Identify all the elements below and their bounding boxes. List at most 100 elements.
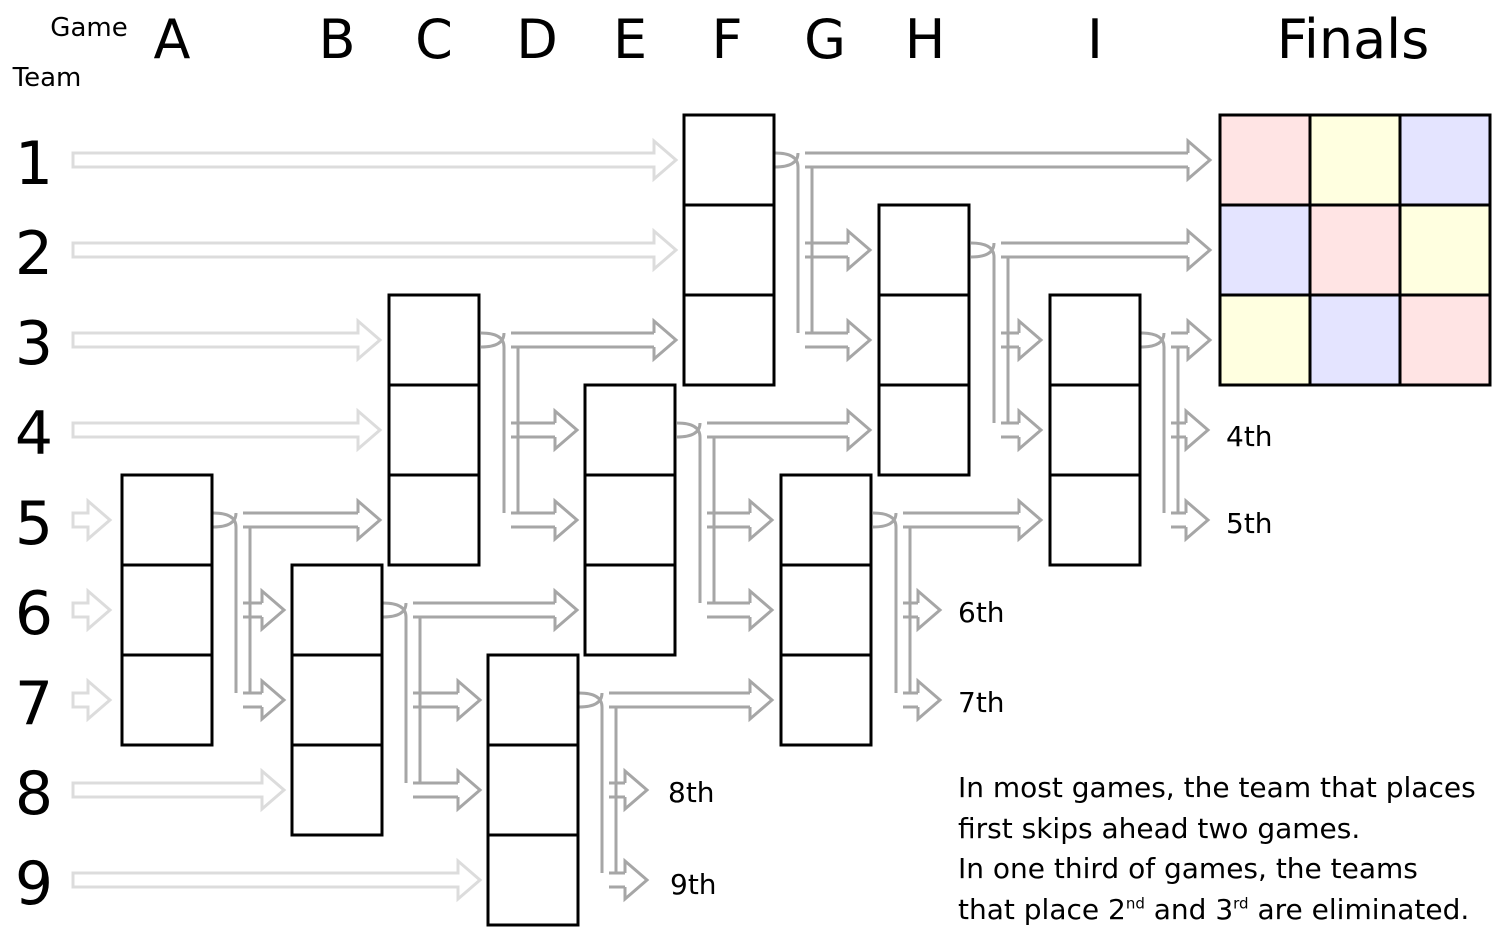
flow-h-finals-head (1186, 227, 1213, 273)
team-number-9: 9 (15, 849, 53, 919)
entry-arrows (71, 137, 679, 903)
game-column-label-d: D (516, 8, 558, 71)
game-h-slot (877, 203, 971, 297)
finals-cell (1398, 293, 1492, 387)
flow-i-4th-head (1184, 407, 1211, 453)
team-number-7: 7 (15, 669, 53, 739)
game-i-slot (1048, 293, 1142, 387)
flow-f-h2-head (846, 317, 873, 363)
entry-arrow-team-9 (71, 857, 483, 903)
flow-h-i2-head (1017, 407, 1044, 453)
game-i-slot (1048, 383, 1142, 477)
game-h-slot (877, 293, 971, 387)
game-c-slot (387, 473, 481, 567)
game-e-slot (583, 473, 677, 567)
flow-a-b1-head (260, 587, 287, 633)
branch-d (578, 691, 604, 709)
game-column-label-h: H (905, 8, 946, 71)
placement-label-4th: 4th (1226, 420, 1273, 453)
flow-a-b2-head (260, 677, 287, 723)
game-column-label-e: E (613, 8, 647, 71)
placement-label-5th: 5th (1226, 507, 1273, 540)
flow-d-8th-head (623, 767, 650, 813)
game-e-slot (583, 383, 677, 477)
game-a-slot (120, 653, 214, 747)
flow-b-d1-head (456, 677, 483, 723)
branch-h (970, 241, 996, 259)
game-g-slot (779, 563, 873, 657)
flow-f-h1-head (846, 227, 873, 273)
team-number-6: 6 (15, 579, 53, 649)
placement-label-7th: 7th (958, 686, 1005, 719)
flow-e-g2-head (748, 587, 775, 633)
branch-f (774, 151, 800, 169)
flow-i-5th-head (1184, 497, 1211, 543)
finals-cell (1398, 203, 1492, 297)
branch-a (212, 511, 238, 529)
finals-grid (1218, 113, 1492, 387)
finals-cell (1398, 113, 1492, 207)
finals-cell (1308, 203, 1402, 297)
flow-f-finals-head (1186, 137, 1213, 183)
note-text: that place 2 (958, 892, 1126, 926)
game-d-slot (486, 743, 580, 837)
game-a-slot (120, 473, 214, 567)
game-column-label-finals: Finals (1277, 8, 1430, 71)
flow-h-i1-head (1017, 317, 1044, 363)
branch-i (1140, 331, 1166, 349)
finals-cell (1308, 113, 1402, 207)
flow-b-e-head (553, 587, 580, 633)
game-h-slot (877, 383, 971, 477)
placement-label-9th: 9th (670, 868, 717, 901)
game-f-slot (682, 293, 776, 387)
branch-e (676, 421, 702, 439)
game-i-slot (1048, 473, 1142, 567)
game-f-slot (682, 113, 776, 207)
game-boxes (120, 113, 1142, 927)
entry-arrow-team-4 (71, 407, 383, 453)
rules-note-line: that place 2nd and 3rd are eliminated. (958, 890, 1498, 931)
flow-e-h-head (846, 407, 873, 453)
game-c-slot (387, 293, 481, 387)
team-number-2: 2 (15, 219, 53, 289)
branch-b (382, 601, 408, 619)
note-text: are eliminated. (1248, 892, 1470, 926)
note-text: and 3 (1144, 892, 1234, 926)
flow-c-e1-head (553, 407, 580, 453)
game-header-label: Game (50, 13, 127, 43)
rules-note-line: first skips ahead two games. (958, 811, 1361, 845)
flow-g-6th-head (916, 587, 943, 633)
game-column-label-b: B (318, 8, 355, 71)
game-f-slot (682, 203, 776, 297)
team-number-8: 8 (15, 759, 53, 829)
entry-arrow-team-3 (71, 317, 383, 363)
placement-label-8th: 8th (668, 776, 715, 809)
game-column-label-g: G (804, 8, 846, 71)
game-c-slot (387, 383, 481, 477)
game-column-label-a: A (154, 8, 191, 71)
team-header-label: Team (12, 63, 82, 93)
game-g-slot (779, 653, 873, 747)
flow-b-d2-head (456, 767, 483, 813)
entry-arrow-team-5 (71, 497, 113, 543)
flow-c-f-head (652, 317, 679, 363)
finals-cell (1218, 293, 1312, 387)
rules-note-line: In most games, the team that places (958, 771, 1476, 804)
team-number-3: 3 (15, 309, 53, 379)
flow-arrows (212, 137, 1213, 903)
game-d-slot (486, 833, 580, 927)
finals-cell (1218, 203, 1312, 297)
branch-c (480, 331, 506, 349)
game-g-slot (779, 473, 873, 567)
game-d-slot (486, 653, 580, 747)
rules-note: In most games, the team that places firs… (958, 768, 1498, 930)
branch-g (872, 511, 898, 529)
game-b-slot (290, 563, 384, 657)
game-b-slot (290, 743, 384, 837)
game-e-slot (583, 563, 677, 657)
game-column-label-i: I (1087, 8, 1103, 71)
placement-label-6th: 6th (958, 596, 1005, 629)
game-b-slot (290, 653, 384, 747)
